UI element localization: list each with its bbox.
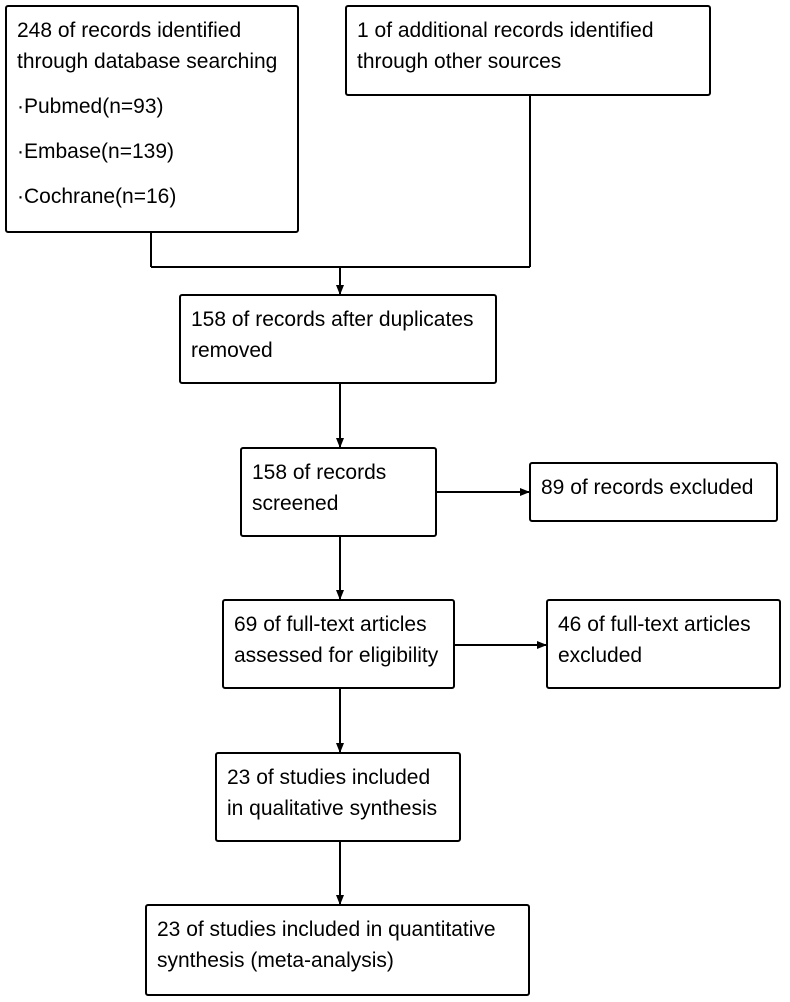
box-line: 23 of studies included bbox=[227, 766, 431, 789]
box-records-excluded: 89 of records excluded bbox=[529, 462, 778, 522]
box-full-text-assessed: 69 of full-text articles assessed for el… bbox=[222, 599, 455, 689]
box-line: assessed for eligibility bbox=[234, 644, 439, 667]
box-line: in qualitative synthesis bbox=[227, 797, 438, 820]
box-full-text-excluded: 46 of full-text articles excluded bbox=[546, 599, 781, 689]
box-line: 158 of records after duplicates bbox=[191, 308, 474, 331]
box-line: synthesis (meta-analysis) bbox=[157, 949, 394, 972]
box-line: removed bbox=[191, 339, 273, 362]
box-line: 1 of additional records identified bbox=[357, 19, 654, 42]
box-qualitative-synthesis: 23 of studies included in qualitative sy… bbox=[215, 752, 461, 842]
box-line: 248 of records identified bbox=[17, 19, 242, 42]
box-line: 23 of studies included in quantitative bbox=[157, 918, 496, 941]
box-line: 46 of full-text articles bbox=[558, 613, 751, 636]
box-line: 89 of records excluded bbox=[541, 476, 754, 499]
box-other-sources: 1 of additional records identified throu… bbox=[345, 5, 711, 96]
box-line: through database searching bbox=[17, 50, 278, 73]
box-database-search: 248 of records identified through databa… bbox=[5, 5, 299, 233]
box-line: 69 of full-text articles bbox=[234, 613, 427, 636]
box-duplicates-removed: 158 of records after duplicates removed bbox=[179, 294, 497, 384]
box-quantitative-synthesis: 23 of studies included in quantitative s… bbox=[145, 904, 530, 996]
source-item-pubmed: ·Pubmed(n=93) bbox=[17, 95, 164, 118]
box-line: screened bbox=[252, 492, 339, 515]
box-line: 158 of records bbox=[252, 461, 387, 484]
box-records-screened: 158 of records screened bbox=[240, 447, 437, 537]
source-item-embase: ·Embase(n=139) bbox=[17, 140, 174, 163]
box-line: through other sources bbox=[357, 50, 562, 73]
box-line: excluded bbox=[558, 644, 643, 667]
source-item-cochrane: ·Cochrane(n=16) bbox=[17, 185, 177, 208]
